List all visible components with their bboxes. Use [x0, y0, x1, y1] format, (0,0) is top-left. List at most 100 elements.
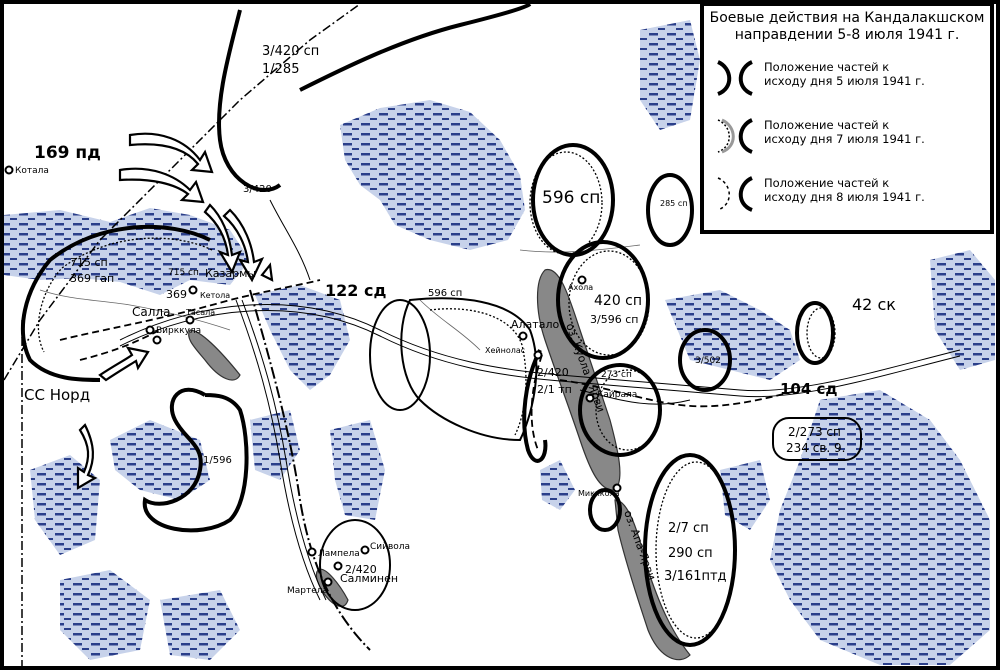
unit-label-234-sv: 234 св. 9. — [786, 441, 845, 455]
unit-label-715-sp-kazarmy: 715 сп — [168, 268, 199, 278]
legend-item-line-2: исходу дня 8 июля 1941 г. — [764, 190, 925, 204]
water-area — [250, 410, 300, 480]
front-lines-july-5 — [21, 2, 835, 647]
water-area — [770, 390, 990, 665]
place-label-ketola: Кетола — [200, 291, 230, 300]
legend-item-line-1: Положение частей к — [764, 60, 890, 74]
front-lines-july-5-thin — [319, 297, 862, 611]
water-area — [340, 100, 525, 250]
place-marker-tasala — [185, 315, 195, 325]
front-line-2-7-sp — [643, 453, 737, 647]
front-line-top-right — [299, 2, 532, 92]
unit-label-596-sp: 596 сп — [542, 188, 600, 208]
unit-label-169-pd: 169 пд — [34, 143, 101, 163]
unit-label-369-gap: 369 гап — [70, 272, 114, 285]
unit-labels: 3/420 сп 1/285 3/420 169 пд 122 сд 596 с… — [24, 44, 896, 584]
front-line-salminen — [319, 519, 391, 611]
water-area — [4, 208, 250, 295]
unit-label-104-sd: 104 сд — [780, 380, 838, 398]
place-label-kairala: Кайрала — [597, 390, 637, 400]
unit-label-2-7-sp: 2/7 сп — [668, 521, 709, 536]
roads — [119, 199, 961, 601]
water-area — [160, 590, 240, 660]
unit-label-3-596-sp: 3/596 сп — [590, 313, 638, 326]
lakes — [188, 269, 691, 661]
front-line-596-thin — [400, 297, 538, 442]
unit-label-122-sd: 122 сд — [325, 281, 386, 300]
lake-small — [188, 329, 241, 381]
legend-item-line-1: Положение частей к — [764, 176, 890, 190]
unit-label-290-sp: 290 сп — [668, 546, 713, 561]
attack-arrows — [76, 132, 274, 490]
place-label-ahola: Ахола — [568, 283, 593, 292]
unit-label-369: 369 — [166, 288, 187, 301]
attack-arrow — [128, 132, 214, 174]
place-marker-siivola — [360, 545, 370, 555]
attack-arrow — [260, 262, 274, 282]
place-marker-alatalo — [518, 331, 528, 341]
unit-label-3-161-ptd: 3/161птд — [664, 569, 727, 584]
place-label-kazarmy: Казармы — [205, 267, 256, 280]
place-label-siivola: Сийвола — [370, 542, 410, 552]
water-area — [930, 250, 995, 370]
place-markers — [4, 165, 622, 587]
place-marker-heinolas — [533, 350, 543, 360]
unit-label-715-sp: 715 сп — [70, 256, 108, 269]
lake-apa-jarvi — [614, 499, 691, 661]
place-label-martela: Мартела — [287, 586, 328, 596]
front-line-mikkola — [588, 488, 622, 532]
front-line-3-502 — [678, 328, 732, 392]
unit-label-3-420: 3/420 — [243, 184, 272, 195]
front-line-285-sp — [646, 173, 694, 247]
legend: Боевые действия на Кандалакшском направд… — [700, 2, 994, 234]
unit-label-3-502: 3/502 — [695, 356, 721, 366]
unit-label-273-sp: 273 сп — [601, 370, 632, 380]
place-marker-ahola — [577, 275, 587, 285]
unit-label-2-420-east: 2/420 — [537, 366, 569, 379]
place-label-heinolas: Хейнолас — [485, 346, 525, 355]
front-line-2-273 — [772, 417, 862, 461]
attack-arrow — [118, 167, 205, 204]
front-line-42-sk — [795, 301, 835, 365]
place-marker-virkkula — [145, 325, 155, 335]
unit-label-3-420-sp: 3/420 сп — [262, 44, 319, 59]
legend-item-july-8: Положение частей к исходу дня 8 июля 194… — [764, 176, 990, 204]
place-label-mikkola: Микккола — [578, 489, 620, 498]
railway — [3, 3, 371, 666]
place-label-tasala: Тасала — [185, 308, 215, 317]
unit-label-2-273-sp: 2/273 сп — [788, 425, 841, 439]
front-line-3-420 — [217, 9, 282, 192]
place-marker-martela — [323, 577, 333, 587]
legend-symbol-dotted — [717, 118, 754, 154]
place-label-salminen: Салминен — [340, 572, 398, 585]
front-line-salla-west — [21, 224, 211, 382]
place-marker-lampela — [307, 547, 317, 557]
legend-title-line-1: Боевые действия на Кандалакшском — [709, 10, 985, 26]
front-line-1-596 — [142, 387, 249, 533]
unit-label-2-1-tp: 2/1 тп — [537, 383, 572, 396]
place-marker-kairala — [585, 393, 595, 403]
attack-arrow — [76, 423, 98, 490]
water-areas — [4, 20, 995, 665]
place-label-alatalo: Алатало — [511, 318, 559, 331]
water-area — [60, 570, 150, 660]
unit-label-42-sk: 42 ск — [852, 295, 896, 314]
place-label-kotala: Котала — [15, 166, 49, 176]
legend-item-line-2: исходу дня 5 июля 1941 г. — [764, 74, 925, 88]
front-line-420-sp — [556, 240, 650, 360]
water-area — [640, 20, 700, 130]
legend-symbol-solid — [716, 60, 754, 96]
front-lines-july-8 — [59, 279, 801, 451]
place-marker-salminen — [333, 561, 343, 571]
front-line-thin-top — [369, 299, 431, 411]
front-line-2-420 — [522, 349, 548, 463]
attack-arrow — [98, 346, 150, 382]
legend-item-july-7: Положение частей к исходу дня 7 июля 194… — [764, 118, 990, 146]
water-area — [665, 290, 800, 380]
front-lines-july-7 — [37, 151, 836, 639]
water-area — [110, 420, 210, 500]
water-area — [330, 420, 385, 520]
unit-label-596-sp-mid: 596 сп — [428, 288, 462, 299]
legend-title-line-2: направдении 5-8 июля 1941 г. — [734, 27, 960, 43]
place-label-virkkula: Вирккула — [156, 326, 201, 336]
